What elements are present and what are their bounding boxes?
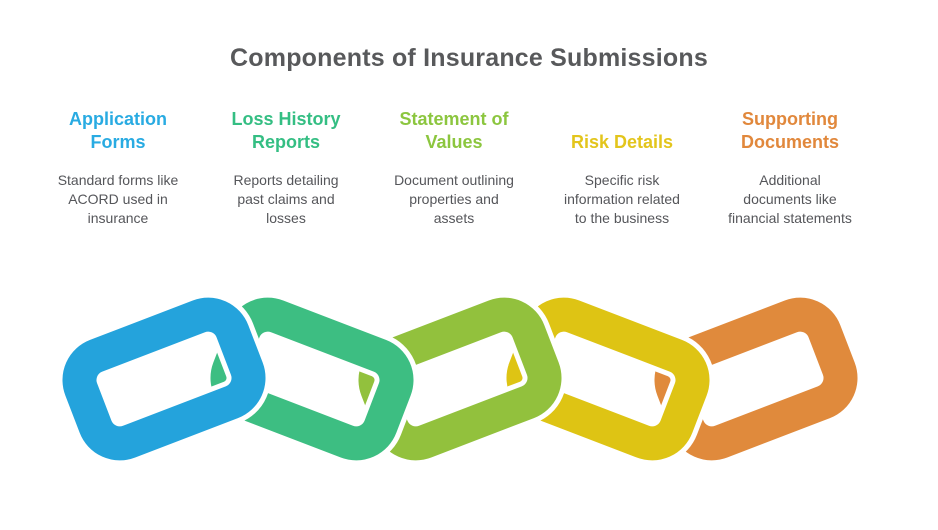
heading-line: Statement of xyxy=(399,109,509,129)
heading-line: Risk Details xyxy=(570,132,674,152)
component-column-loss-history-reports: Loss History Reports Reports detailing p… xyxy=(202,106,370,228)
description-line: information related xyxy=(564,191,680,207)
description-line: financial statements xyxy=(728,210,852,226)
description-line: insurance xyxy=(87,210,149,226)
heading-line: Application xyxy=(69,109,167,129)
component-columns: Application Forms Standard forms like AC… xyxy=(34,106,874,228)
description-line: documents like xyxy=(743,191,837,207)
component-description: Additional documents like financial stat… xyxy=(706,171,874,228)
component-column-statement-of-values: Statement of Values Document outlining p… xyxy=(370,106,538,228)
description-line: Reports detailing xyxy=(233,172,339,188)
component-column-application-forms: Application Forms Standard forms like AC… xyxy=(34,106,202,228)
description-line: Document outlining xyxy=(394,172,514,188)
heading-line: Supporting xyxy=(742,109,838,129)
component-description: Specific risk information related to the… xyxy=(538,171,706,228)
component-column-risk-details: Risk Details Specific risk information r… xyxy=(538,106,706,228)
heading-line: Forms xyxy=(90,132,146,152)
component-heading: Risk Details xyxy=(538,106,706,154)
page-title: Components of Insurance Submissions xyxy=(230,44,708,72)
heading-line: Documents xyxy=(740,132,839,152)
description-line: Standard forms like xyxy=(57,172,179,188)
description-line: past claims and xyxy=(237,191,335,207)
heading-line: Values xyxy=(425,132,483,152)
description-line: properties and xyxy=(409,191,499,207)
heading-line: Reports xyxy=(251,132,320,152)
component-description: Standard forms like ACORD used in insura… xyxy=(34,171,202,228)
chain-illustration xyxy=(0,262,938,487)
application-forms-chain-link-icon xyxy=(57,292,271,466)
description-line: to the business xyxy=(574,210,670,226)
description-line: assets xyxy=(433,210,475,226)
component-heading: Application Forms xyxy=(34,106,202,154)
component-heading: Loss History Reports xyxy=(202,106,370,154)
component-heading: Supporting Documents xyxy=(706,106,874,154)
description-line: ACORD used in xyxy=(68,191,168,207)
description-line: Specific risk xyxy=(584,172,660,188)
component-column-supporting-documents: Supporting Documents Additional document… xyxy=(706,106,874,228)
description-line: Additional xyxy=(759,172,821,188)
component-heading: Statement of Values xyxy=(370,106,538,154)
chain-graphic xyxy=(57,292,863,466)
heading-line: Loss History xyxy=(231,109,341,129)
description-line: losses xyxy=(266,210,306,226)
component-description: Reports detailing past claims and losses xyxy=(202,171,370,228)
component-description: Document outlining properties and assets xyxy=(370,171,538,228)
